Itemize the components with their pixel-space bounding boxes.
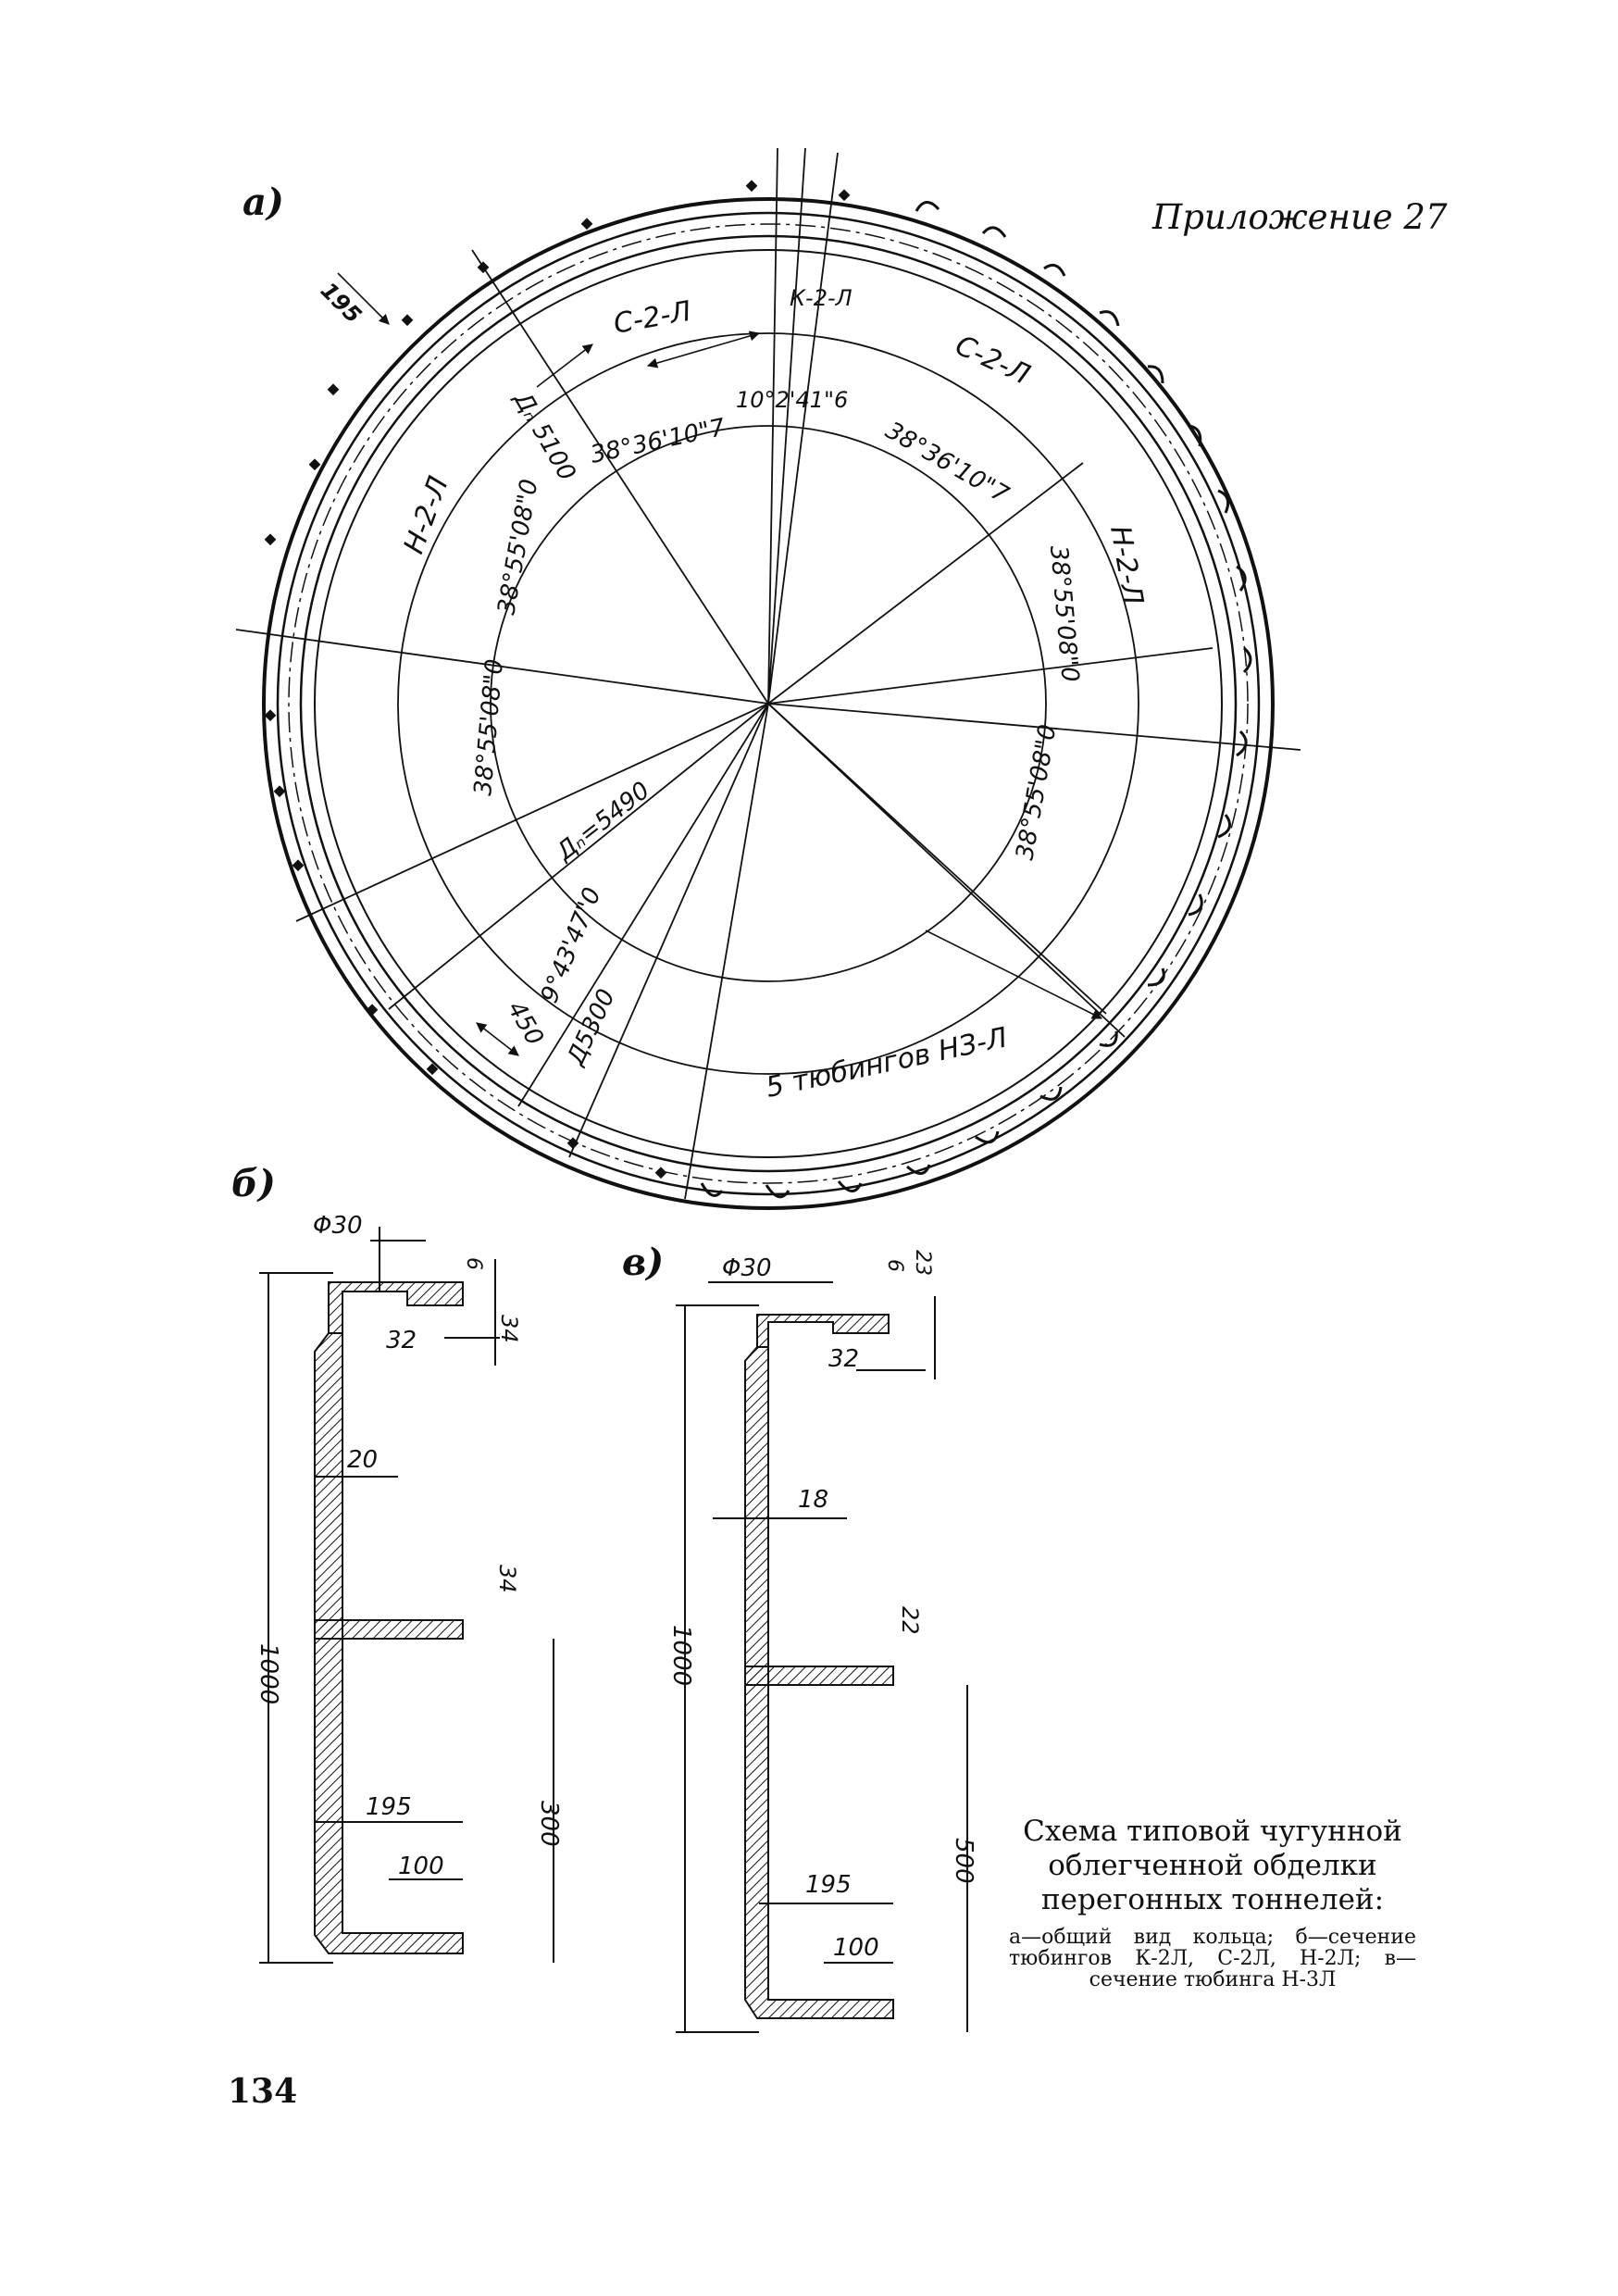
- sec-b-dim-195: 195: [366, 1793, 412, 1821]
- appendix-label: Приложение 27: [1152, 197, 1448, 237]
- sec-v-dim-32: 32: [828, 1345, 859, 1373]
- sec-b-dim-1000: 1000: [255, 1643, 282, 1704]
- ring-label-k2l: К-2-Л: [790, 285, 853, 311]
- sec-v-dim-23: 23: [911, 1250, 934, 1276]
- sec-v-phi30: Φ30: [722, 1254, 772, 1282]
- sec-b-dim-100: 100: [398, 1853, 444, 1880]
- panel-label-a: а): [243, 181, 284, 224]
- sec-b-dim-34-top: 34: [496, 1315, 522, 1343]
- sec-b-dim-300: 300: [535, 1801, 563, 1847]
- sec-v-dim-18: 18: [798, 1486, 828, 1514]
- sec-v-dim-22: 22: [897, 1606, 923, 1635]
- panel-label-v: в): [622, 1241, 665, 1284]
- page-number: 134: [228, 2072, 298, 2111]
- sec-v-dim-500: 500: [950, 1838, 977, 1884]
- sec-b-dim-6: 6: [462, 1257, 485, 1270]
- sec-v-dim-100: 100: [833, 1934, 879, 1962]
- ring-angle-2: 10°2'41"6: [736, 387, 848, 413]
- sec-b-dim-34-mid: 34: [494, 1565, 520, 1593]
- sec-b-phi30: Φ30: [313, 1212, 363, 1240]
- panel-label-b: б): [231, 1162, 276, 1205]
- sec-v-dim-195: 195: [805, 1871, 852, 1899]
- sec-v-dim-1000: 1000: [667, 1625, 695, 1686]
- caption-title: Схема типовой чугунной облегченной обдел…: [1023, 1815, 1402, 1916]
- sec-b-dim-32: 32: [386, 1327, 417, 1354]
- sec-b-dim-20: 20: [347, 1446, 378, 1474]
- outer-ring: [262, 197, 1275, 1210]
- sec-v-dim-6: 6: [883, 1259, 906, 1272]
- figure-caption: Схема типовой чугунной облегченной обдел…: [1009, 1815, 1416, 1990]
- caption-legend: а—общий вид кольца; б—сечение тюбингов К…: [1009, 1926, 1416, 1991]
